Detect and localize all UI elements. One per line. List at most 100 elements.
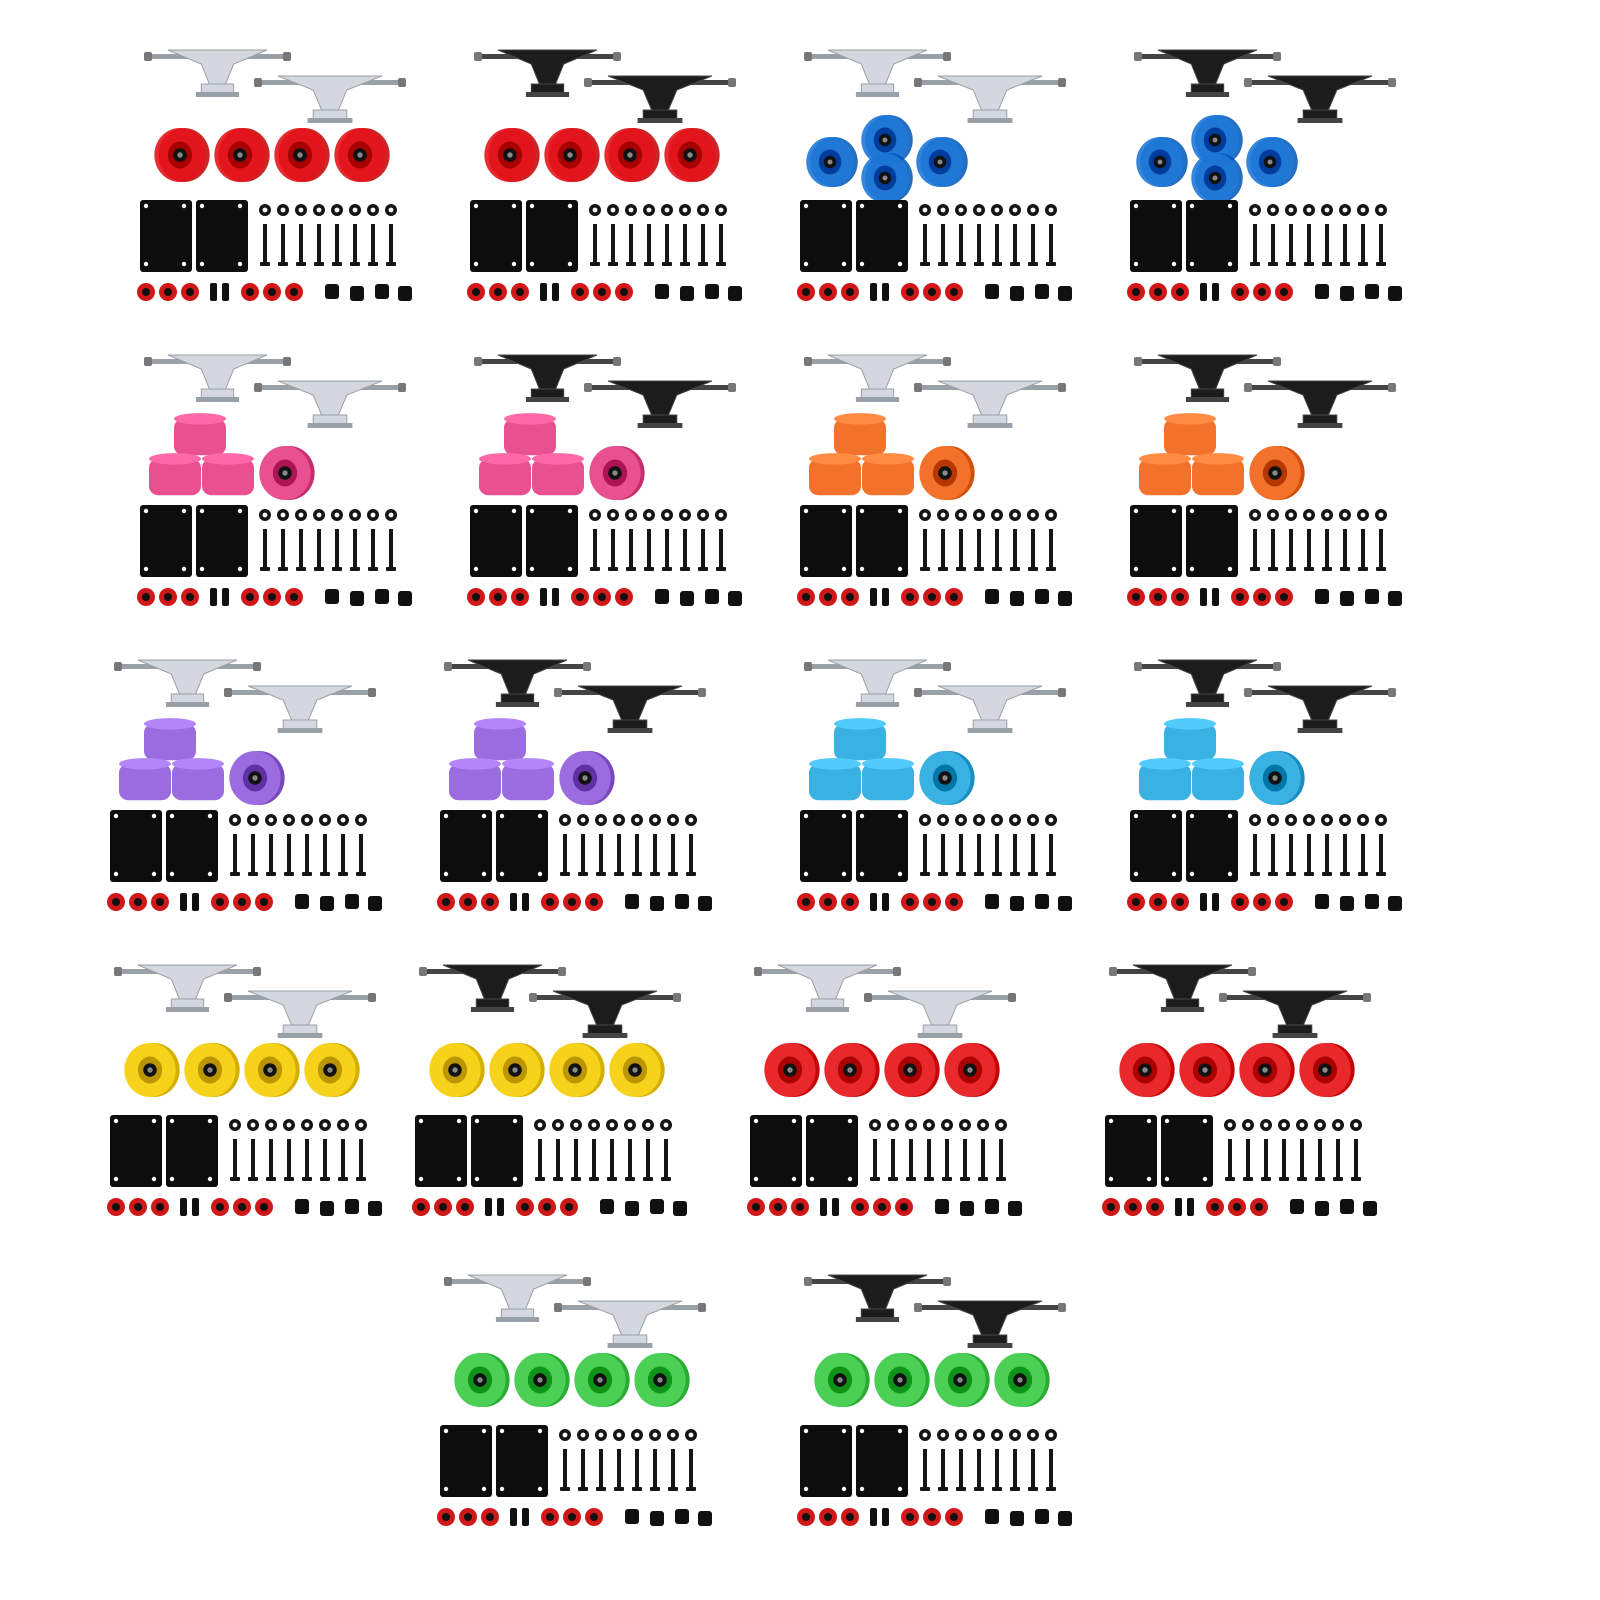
bearings-row [797,1508,963,1526]
bearings-row [797,588,963,606]
skateboard-kit [100,650,390,930]
skateboard-kit [130,345,420,625]
bearings-row [437,893,603,911]
skateboard-kit [790,1265,1080,1545]
nuts [919,1429,1057,1441]
bushings [295,1199,382,1216]
skateboard-kit [430,1265,720,1545]
wheel [559,751,615,805]
nuts [1249,509,1387,521]
bolts [920,834,1056,876]
wheel-set [1119,1043,1355,1097]
wheel [502,758,554,801]
kit-illustration [1127,659,1402,911]
wheel [184,1043,240,1097]
kit-illustration [467,49,742,301]
wheel [809,453,861,496]
skateboard-kit [130,40,420,320]
nuts [1249,814,1387,826]
nuts [229,814,367,826]
kit-illustration [797,1274,1072,1526]
nuts [259,509,397,521]
wheel [764,1043,820,1097]
wheel [244,1043,300,1097]
skateboard-kit [1120,345,1410,625]
kit-illustration [467,354,742,606]
truck-rear [914,685,1066,733]
riser-pads [1130,505,1238,577]
truck-rear [1244,685,1396,733]
wheel [549,1043,605,1097]
truck-rear [224,990,376,1038]
wheel [861,115,913,165]
wheel [1139,453,1191,496]
kit-illustration [797,49,1072,301]
wheel [874,1353,930,1407]
riser-pads [110,810,218,882]
wheel [229,751,285,805]
wheel-set [154,128,390,182]
riser-pads [140,200,248,272]
wheel [274,128,330,182]
skateboard-kit [460,345,750,625]
wheel [1192,758,1244,801]
skateboard-kit [405,955,695,1235]
wheel [1246,137,1298,187]
bushings [655,589,742,606]
wheel [884,1043,940,1097]
riser-pads [440,810,548,882]
riser-pads [800,1425,908,1497]
kit-illustration [437,659,712,911]
truck-rear [914,75,1066,123]
wheel [1164,413,1216,456]
skateboard-kit [790,345,1080,625]
bearings-row [1127,588,1293,606]
bearings-row [107,1198,273,1216]
bushings [985,894,1072,911]
bolts [560,1449,696,1491]
kit-illustration [107,964,382,1216]
bolts [230,834,366,876]
wheel [532,453,584,496]
wheel-set [764,1043,1000,1097]
wheel-set [1139,718,1305,805]
skateboard-kit [100,955,390,1235]
truck-rear [584,380,736,428]
wheel [154,128,210,182]
wheel-set [124,1043,360,1097]
wheel-set [149,413,315,500]
truck-rear [584,75,736,123]
bushings [1290,1199,1377,1216]
riser-pads [470,200,578,272]
truck-front [1109,964,1256,1012]
bolts [920,529,1056,571]
bushings [1315,284,1402,301]
wheel-set [429,1043,665,1097]
riser-pads [800,200,908,272]
nuts [919,204,1057,216]
truck-rear [864,990,1016,1038]
wheel [144,718,196,761]
riser-pads [800,505,908,577]
riser-pads [415,1115,523,1187]
wheel-set [809,718,975,805]
wheel [544,128,600,182]
wheel [259,446,315,500]
bearings-row [1127,283,1293,301]
wheel [604,128,660,182]
bolts [1250,834,1386,876]
wheel [834,718,886,761]
truck-rear [554,685,706,733]
bushings [985,1509,1072,1526]
bushings [625,1509,712,1526]
wheel [174,413,226,456]
wheel [429,1043,485,1097]
truck-front [1134,49,1281,97]
bearings-row [412,1198,578,1216]
nuts [1249,204,1387,216]
truck-front [804,1274,951,1322]
bolts [230,1139,366,1181]
bushings [655,284,742,301]
wheel [124,1043,180,1097]
bolts [870,1139,1006,1181]
